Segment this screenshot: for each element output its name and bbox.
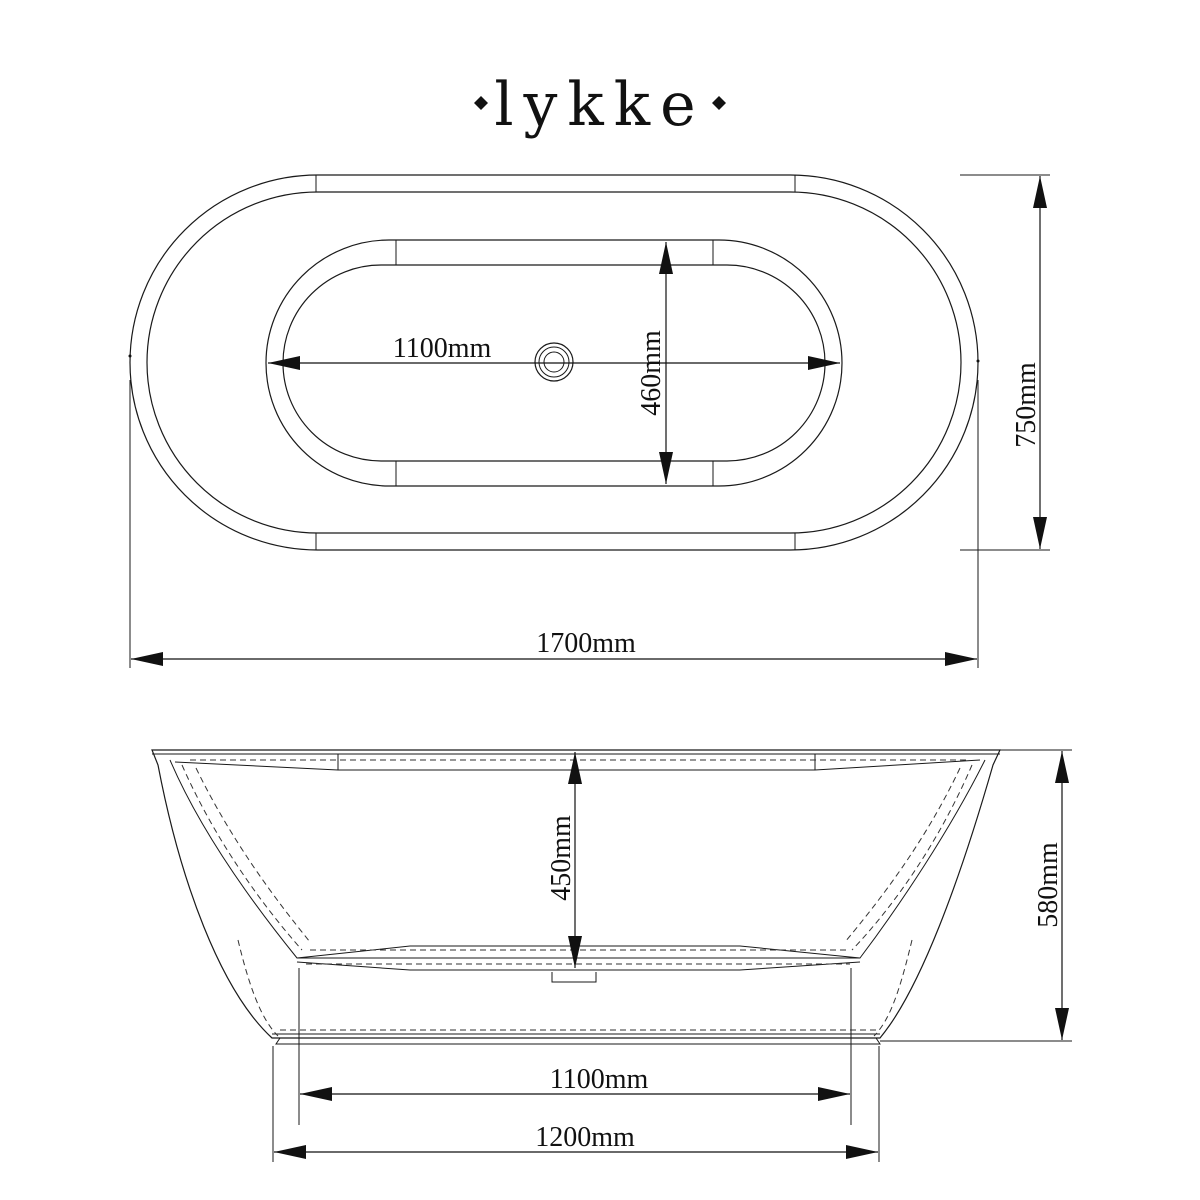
drain-icon <box>534 342 574 382</box>
dim-overall-width-top: 750mm <box>960 174 1050 551</box>
dim-label-overall-height-side: 580mm <box>1033 842 1064 928</box>
logo-text: lykke <box>494 70 705 140</box>
dim-base-length-side: 1200mm <box>272 1046 880 1162</box>
logo-right-diamond <box>712 96 726 110</box>
logo-left-diamond <box>474 96 488 110</box>
dim-label-overall-width-top: 750mm <box>1011 362 1042 448</box>
dim-label-inner-depth-side: 450mm <box>546 815 577 901</box>
brand-logo: lykke <box>474 70 726 140</box>
dim-label-inner-width-top: 460mm <box>636 330 667 416</box>
dim-label-inner-length-top: 1100mm <box>393 333 492 364</box>
dim-label-base-length-side: 1200mm <box>535 1122 635 1153</box>
dim-bottom-length-side: 1100mm <box>298 968 852 1125</box>
top-view-inner-rim <box>146 191 962 534</box>
side-view-outer-shell <box>151 749 1001 1039</box>
dim-inner-width-top: 460mm <box>636 242 673 484</box>
side-view-inner-shell <box>169 759 986 959</box>
side-drain-icon <box>551 972 597 983</box>
dim-overall-height-side: 580mm <box>880 749 1072 1042</box>
hidden-line-outer <box>181 764 303 951</box>
dim-label-overall-length-top: 1700mm <box>536 628 636 659</box>
dim-label-bottom-length-side: 1100mm <box>550 1064 649 1095</box>
dim-overall-length-top: 1700mm <box>129 380 979 668</box>
dim-inner-depth-side: 450mm <box>546 752 582 968</box>
top-view-basin-outer <box>265 239 843 487</box>
dim-inner-length-top: 1100mm <box>268 333 840 370</box>
